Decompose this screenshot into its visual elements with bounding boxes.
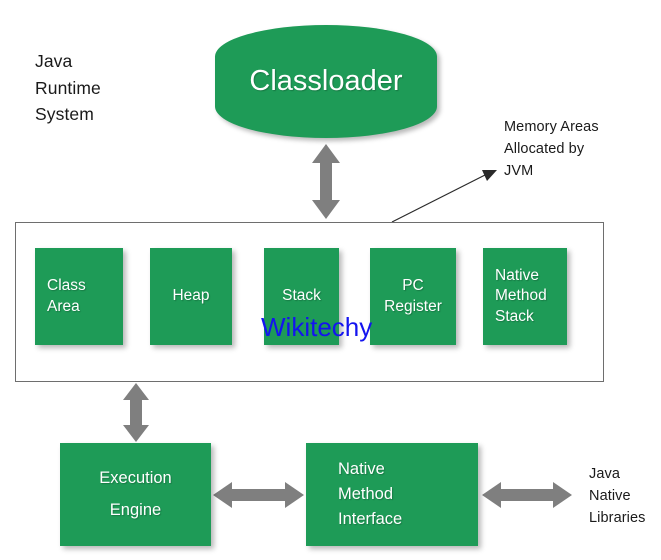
memory-area-label: Class Area	[47, 277, 86, 315]
arrow-classloader-to-memory	[312, 144, 340, 219]
memory-area-heap[interactable]: Heap	[150, 248, 232, 345]
page-title: Java Runtime System	[35, 51, 101, 125]
classloader-label: Classloader	[249, 64, 403, 97]
classloader-node[interactable]: Classloader	[215, 25, 437, 138]
memory-area-label: Native Method Stack	[495, 266, 547, 325]
arrow-memory-to-execution-engine	[123, 383, 149, 442]
native-method-interface-node[interactable]: Native Method Interface	[306, 443, 478, 546]
execution-engine-node[interactable]: Execution Engine	[60, 443, 211, 546]
memory-areas-annotation: Memory Areas Allocated by JVM	[504, 119, 599, 180]
memory-area-label: Heap	[172, 287, 210, 305]
java-native-libraries-label: Java Native Libraries	[589, 466, 646, 527]
memory-area-pc-register[interactable]: PC Register	[370, 248, 456, 345]
arrow-native-method-interface-to-java-native-libraries	[482, 482, 572, 508]
memory-area-stack[interactable]: Stack	[264, 248, 339, 345]
execution-engine-label: Execution Engine	[99, 469, 172, 519]
callout-line-memory-areas	[391, 170, 497, 223]
arrow-execution-engine-to-native-method-interface	[213, 482, 304, 508]
native-method-interface-label: Native Method Interface	[338, 459, 403, 529]
watermark-wikitechy: Wikitechy	[261, 312, 373, 342]
memory-area-label: Stack	[282, 287, 321, 305]
memory-area-class-area[interactable]: Class Area	[35, 248, 123, 345]
memory-area-label: PC Register	[384, 277, 442, 315]
memory-area-native-method-stack[interactable]: Native Method Stack	[483, 248, 567, 345]
